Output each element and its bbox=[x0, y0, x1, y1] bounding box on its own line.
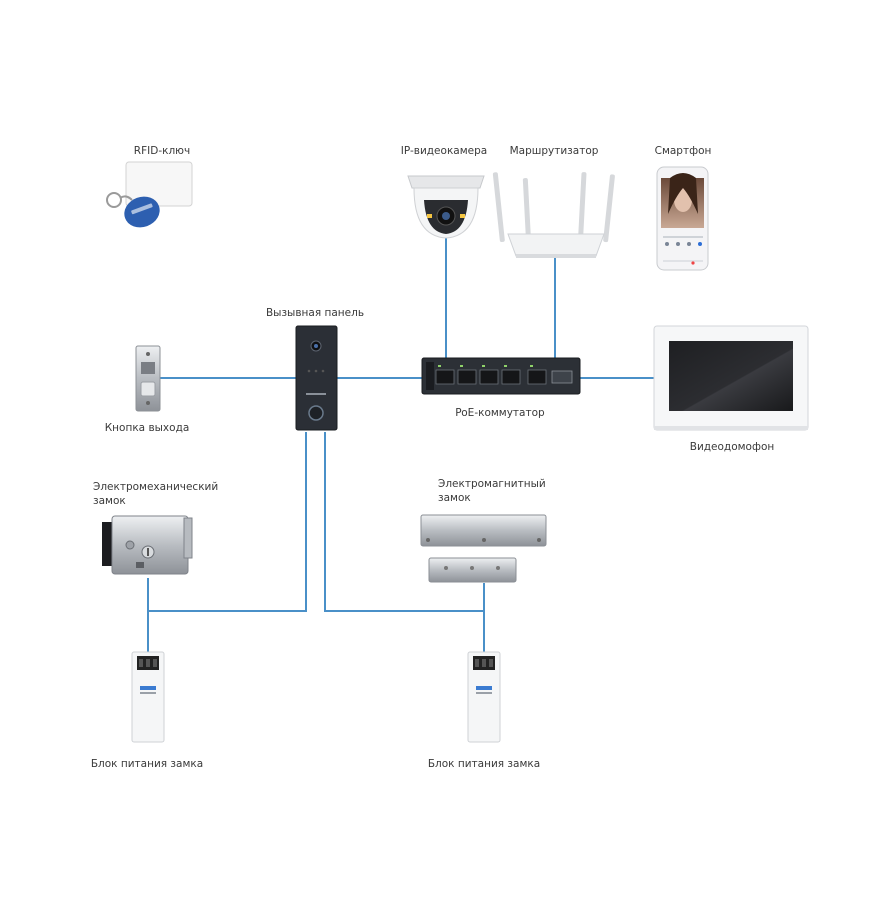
router-icon bbox=[492, 172, 615, 258]
dome-camera-icon bbox=[407, 175, 485, 239]
label-electromagnetic-lock: Электромагнитный замок bbox=[438, 478, 546, 504]
connections bbox=[147, 238, 655, 652]
electromechanical-lock-icon bbox=[102, 515, 193, 575]
power-supply-icon bbox=[467, 651, 501, 743]
exit-button-icon bbox=[135, 345, 161, 412]
smartphone-icon bbox=[656, 166, 709, 271]
label-psu-right: Блок питания замка bbox=[427, 758, 541, 770]
label-video-intercom: Видеодомофон bbox=[689, 441, 775, 453]
line-panel-to-right-psu bbox=[324, 432, 485, 652]
rfid-key-icon bbox=[106, 161, 193, 228]
electromagnetic-lock-icon bbox=[420, 514, 547, 583]
power-supply-icon bbox=[131, 651, 165, 743]
label-smartphone: Смартфон bbox=[654, 145, 712, 157]
line-panel-to-left-psu bbox=[147, 432, 307, 652]
label-ip-camera: IP-видеокамера bbox=[400, 145, 488, 157]
label-poe-switch: PoE-коммутатор bbox=[455, 407, 545, 419]
label-electromechanical-lock: Электромеханический замок bbox=[93, 481, 219, 507]
call-panel-icon bbox=[295, 325, 338, 431]
label-exit-button: Кнопка выхода bbox=[104, 422, 190, 434]
label-rfid-key: RFID-ключ bbox=[133, 145, 191, 157]
label-router: Маршрутизатор bbox=[509, 145, 599, 157]
label-call-panel: Вызывная панель bbox=[265, 307, 365, 319]
video-monitor-icon bbox=[653, 325, 809, 431]
label-psu-left: Блок питания замка bbox=[90, 758, 204, 770]
poe-switch-icon bbox=[421, 357, 581, 395]
